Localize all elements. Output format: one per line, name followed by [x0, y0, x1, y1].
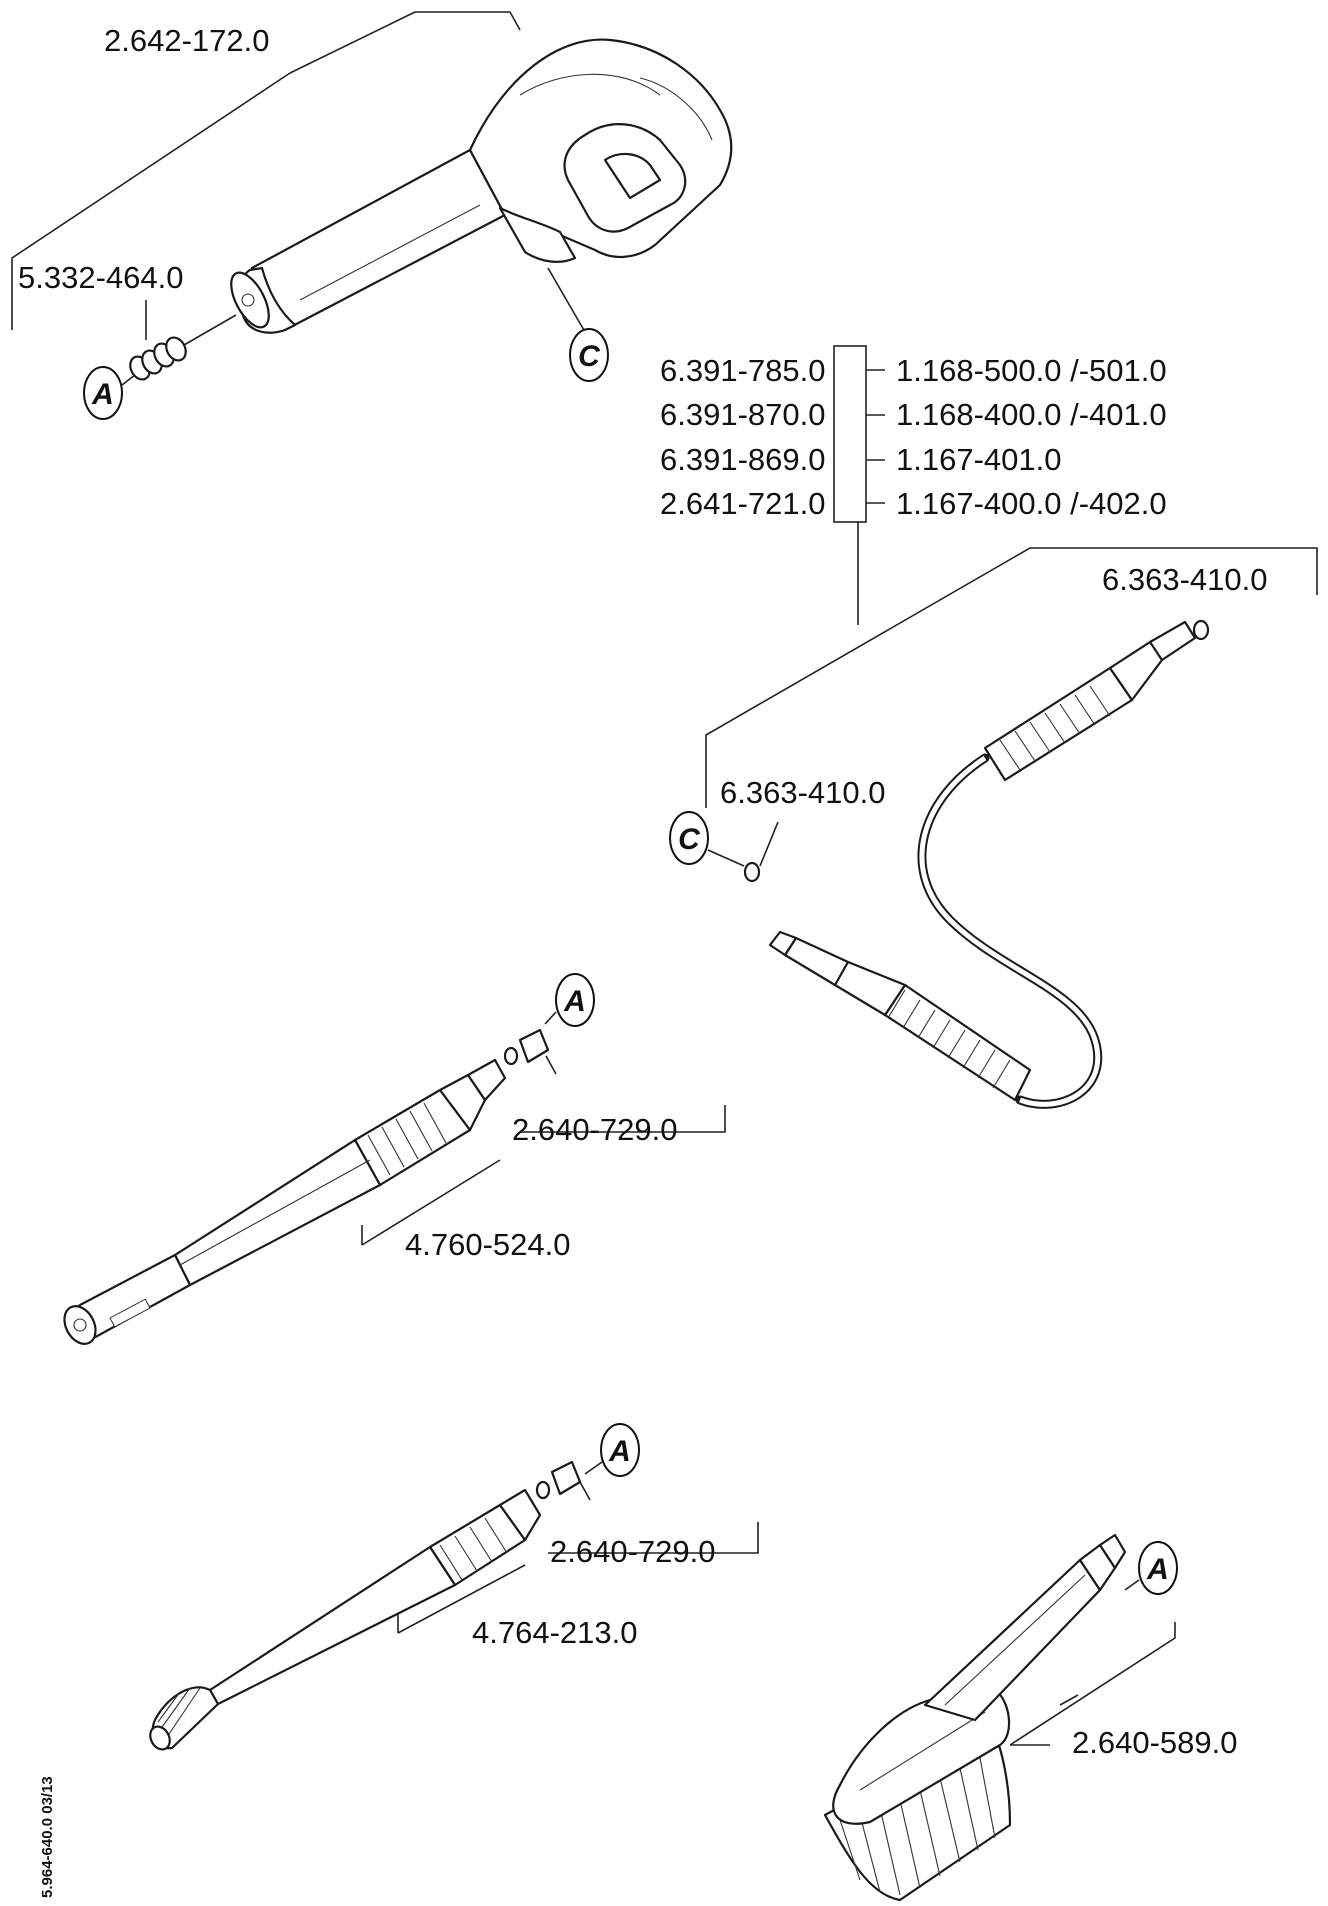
hose-table-right-1: 1.168-400.0 /-401.0 [896, 397, 1167, 432]
label-lance1-nozzle-part: 2.640-729.0 [512, 1112, 677, 1147]
svg-text:C: C [678, 823, 701, 856]
hose-table-left-2: 6.391-869.0 [660, 442, 825, 477]
badge-c-hose: C [669, 811, 745, 867]
wash-brush-illustration [823, 1533, 1127, 1902]
label-brush-part: 2.640-589.0 [1072, 1725, 1237, 1760]
spray-lance-1-illustration [63, 1028, 557, 1345]
hose-table-left-3: 2.641-721.0 [660, 486, 825, 521]
hose-table-left-1: 6.391-870.0 [660, 397, 825, 432]
document-code: 5.964-640.0 03/13 [39, 1776, 56, 1898]
svg-text:A: A [91, 378, 114, 411]
gun-insert-spring [129, 300, 187, 381]
hose-table-right-2: 1.167-401.0 [896, 442, 1061, 477]
svg-text:C: C [578, 340, 601, 373]
label-spray-gun-part: 2.642-172.0 [104, 23, 269, 58]
badge-a-gun: A [83, 366, 136, 420]
spray-gun-illustration [11, 11, 733, 361]
label-lance1-part: 4.760-524.0 [405, 1227, 570, 1262]
hose-table-left-0: 6.391-785.0 [660, 353, 825, 388]
label-lance2-part: 4.764-213.0 [472, 1615, 637, 1650]
label-gun-insert-part: 5.332-464.0 [18, 260, 183, 295]
badge-a-lance2: A [584, 1423, 640, 1477]
svg-text:A: A [563, 985, 586, 1018]
label-oring-hose-end-part: 6.363-410.0 [720, 775, 885, 810]
spray-lance-2-illustration [149, 1460, 591, 1751]
hose-table-right-3: 1.167-400.0 /-402.0 [896, 486, 1167, 521]
svg-text:A: A [1146, 1553, 1169, 1586]
badge-c-gun: C [547, 267, 609, 382]
label-oring-top-part: 6.363-410.0 [1102, 562, 1267, 597]
label-lance2-nozzle-part: 2.640-729.0 [550, 1534, 715, 1569]
svg-text:A: A [608, 1435, 631, 1468]
hose-illustration [705, 547, 1318, 1109]
hose-table-right-0: 1.168-500.0 /-501.0 [896, 353, 1167, 388]
badge-a-lance1: A [544, 973, 595, 1027]
badge-a-brush: A [1124, 1541, 1178, 1595]
hose-part-table: 6.391-785.0 6.391-870.0 6.391-869.0 2.64… [660, 345, 1167, 625]
